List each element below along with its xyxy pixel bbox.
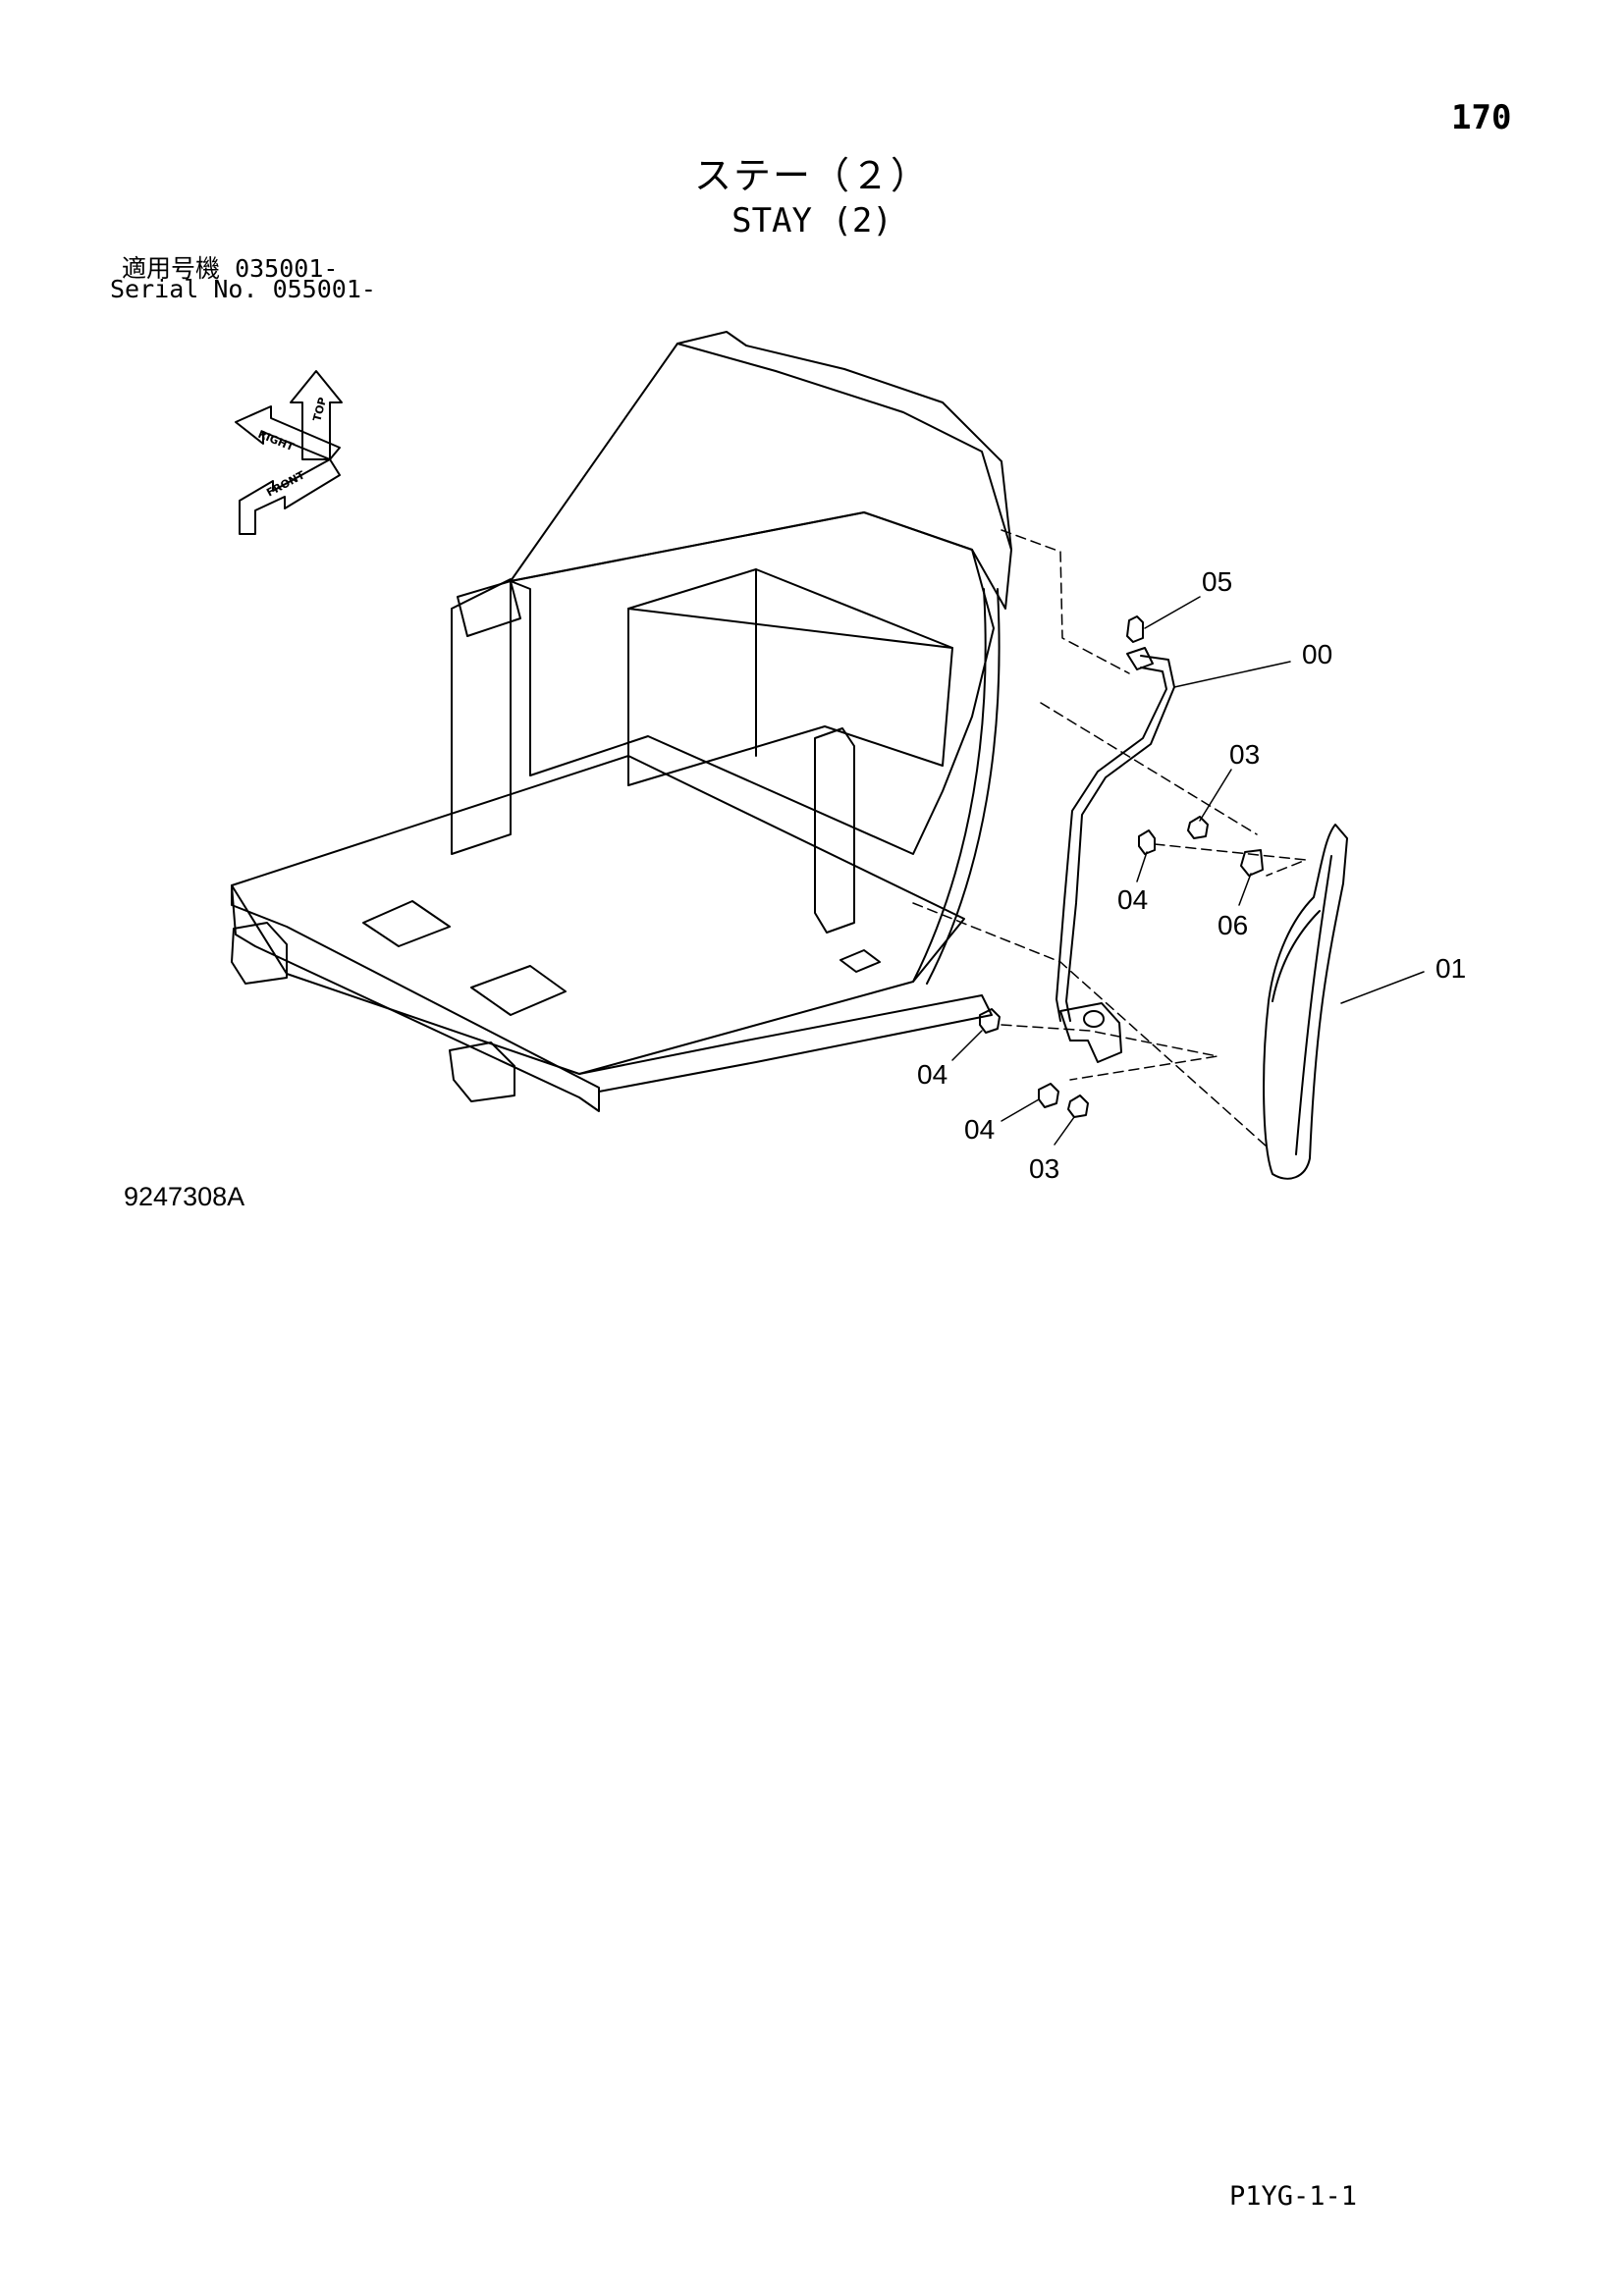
callout-05: 05 (1202, 566, 1232, 597)
leader-01 (1340, 971, 1425, 1004)
callout-04-mid: 04 (917, 1059, 947, 1090)
dash-line-a (1001, 529, 1130, 674)
frame-right-curve-inner (926, 588, 1001, 985)
page-title-jp: ステー（２） (693, 154, 930, 197)
leader-04a (1136, 851, 1148, 882)
leader-lines (951, 596, 1425, 1146)
callouts: 05 00 03 04 06 01 04 04 03 (917, 566, 1466, 1184)
dash-line-c (1154, 843, 1307, 877)
dash-line-d (912, 902, 1268, 1148)
callout-04-lower: 04 (964, 1114, 995, 1145)
callout-00: 00 (1302, 639, 1332, 669)
leader-05 (1144, 596, 1201, 629)
leader-00 (1173, 661, 1291, 688)
bolt-05 (1126, 615, 1144, 643)
frame-opening (362, 900, 451, 947)
orientation-arrow-top (290, 370, 343, 460)
stay-rod-inner (1056, 667, 1167, 1022)
leader-04c (1001, 1098, 1040, 1122)
orientation-label-top: TOP (310, 396, 329, 422)
drawing-number: 9247308A (124, 1182, 245, 1211)
leader-04b (951, 1030, 983, 1061)
page-number: 170 (1451, 98, 1512, 137)
frame-inner-box (627, 568, 953, 786)
page-code: P1YG-1-1 (1229, 2181, 1358, 2212)
frame-right-curve (912, 588, 987, 983)
callout-01: 01 (1435, 953, 1466, 984)
serial-en-row: Serial No. 055001- (110, 275, 376, 303)
orientation-indicator: TOP RIGHT FRONT (235, 370, 343, 535)
frame-upper-edge (677, 331, 1012, 551)
page-title-en: STAY (2) (731, 201, 893, 240)
serial-en-label: Serial No. (110, 275, 258, 303)
cover-panel-outline (1263, 824, 1348, 1180)
orientation-arrow-right (235, 405, 341, 460)
orientation-label-front: FRONT (264, 468, 307, 499)
orientation-label-right: RIGHT (256, 428, 297, 454)
frame-bottom-plate (578, 994, 993, 1093)
nut-03-upper (1187, 816, 1209, 839)
leader-06 (1238, 873, 1252, 906)
frame-left-bracket (457, 580, 521, 637)
bolt-04-lower (1038, 1083, 1059, 1108)
frame-slot (839, 949, 881, 973)
callout-06: 06 (1218, 910, 1248, 940)
bolt-04-mid (979, 1008, 1001, 1034)
frame-front-rail (231, 884, 600, 1112)
clip-06 (1240, 849, 1264, 877)
serial-en-value: 055001- (272, 275, 376, 303)
nut-03-lower (1067, 1095, 1089, 1118)
bolt-04-upper (1138, 829, 1156, 855)
fasteners (979, 615, 1264, 1118)
frame-left-wall (451, 578, 512, 855)
stay-rod-bottom-ring (1083, 1010, 1105, 1028)
stay-rod-bottom-bracket (1059, 1002, 1122, 1063)
serial-jp-value: 035001- (235, 254, 339, 283)
stay-rod-outer (1065, 655, 1175, 1022)
frame-crossmember (627, 568, 953, 786)
leader-03a (1199, 769, 1232, 822)
orientation-arrow-front (239, 458, 341, 535)
frame-hatch (470, 965, 567, 1016)
frame-back-wall (510, 511, 995, 855)
cover-panel (1263, 824, 1348, 1180)
frame-mount-left (231, 922, 288, 985)
frame-right-pillar (814, 727, 855, 934)
cover-panel-rim (1272, 910, 1321, 1002)
leader-03b (1054, 1116, 1075, 1146)
callout-03-lower: 03 (1029, 1153, 1059, 1184)
serial-jp-label: 適用号機 (122, 254, 221, 283)
assembly-lines (912, 529, 1307, 1148)
serial-jp-row: 適用号機 035001- (122, 249, 338, 285)
stay-rod-top-tab (1126, 647, 1154, 670)
dash-line-e (1001, 1024, 1218, 1081)
callout-03-upper: 03 (1229, 739, 1260, 770)
stay-rod (1056, 647, 1175, 1063)
frame-upper-panel (510, 343, 1012, 610)
callout-04-upper: 04 (1117, 884, 1148, 915)
dash-line-b (1040, 702, 1258, 835)
cover-panel-inner (1295, 855, 1332, 1155)
main-frame (231, 331, 1012, 1112)
frame-mount-right (449, 1041, 515, 1102)
